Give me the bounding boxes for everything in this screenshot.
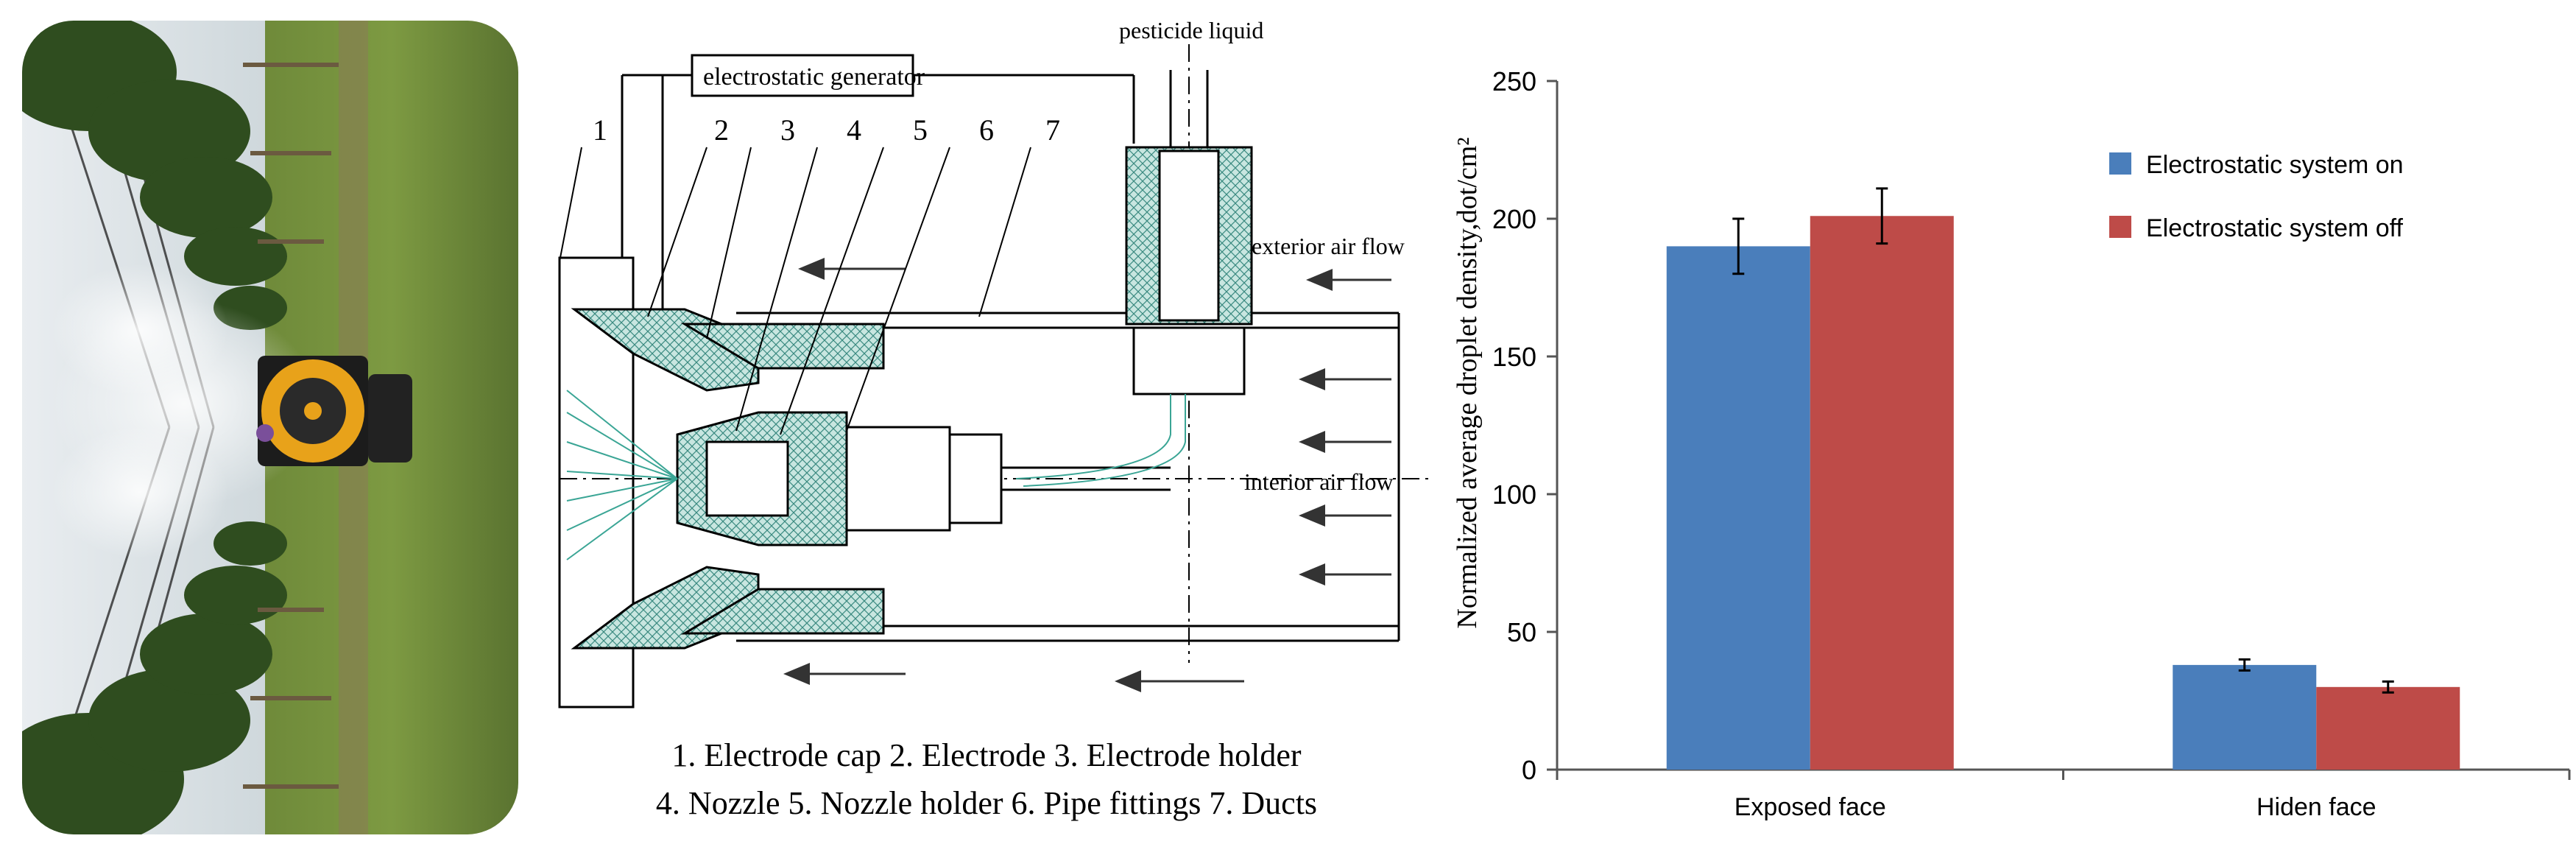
part-number-4: 4 — [847, 113, 861, 147]
y-tick-label: 0 — [1522, 755, 1536, 785]
legend-label: Electrostatic system on — [2146, 151, 2404, 179]
y-tick-label: 200 — [1492, 204, 1536, 234]
bar — [2173, 664, 2317, 770]
legend-label: Electrostatic system off — [2146, 214, 2403, 242]
x-category-label: Exposed face — [1735, 793, 1886, 821]
part-number-1: 1 — [593, 113, 607, 147]
chart-legend: Electrostatic system on Electrostatic sys… — [2109, 151, 2404, 242]
part-number-7: 7 — [1045, 113, 1060, 147]
y-axis-label: Normalized average droplet density,dot/c… — [1452, 137, 1483, 628]
chart-bars — [1666, 187, 2460, 770]
bar — [1666, 246, 1810, 770]
part-number-3: 3 — [780, 113, 795, 147]
exterior-air-label: exterior air flow — [1252, 233, 1405, 259]
generator-box — [691, 54, 914, 97]
bar — [1810, 216, 1954, 770]
part-number-2: 2 — [714, 113, 729, 147]
y-tick-label: 100 — [1492, 479, 1536, 510]
pesticide-label: pesticide liquid — [1119, 17, 1263, 43]
legend-swatch — [2109, 152, 2131, 175]
legend-swatch — [2109, 216, 2131, 238]
parts-legend-line-1: 1. Electrode cap 2. Electrode 3. Electro… — [671, 737, 1302, 773]
orchard-sprayer-photo — [22, 21, 518, 834]
parts-legend-line-2: 4. Nozzle 5. Nozzle holder 6. Pipe fitti… — [655, 785, 1318, 821]
y-tick-label: 150 — [1492, 342, 1536, 372]
x-category-label: Hiden face — [2256, 793, 2376, 821]
generator-label: electrostatic generator — [703, 63, 925, 91]
part-number-6: 6 — [979, 113, 994, 147]
sprayer-machine — [256, 356, 412, 466]
part-number-5: 5 — [913, 113, 928, 147]
y-tick-label: 50 — [1507, 617, 1536, 647]
nozzle-schematic: 1 2 3 4 5 6 7 electrostatic generator pe… — [537, 0, 1436, 854]
bar — [2316, 686, 2460, 770]
interior-air-label: interior air flow — [1244, 468, 1394, 495]
y-tick-label: 250 — [1492, 66, 1536, 96]
